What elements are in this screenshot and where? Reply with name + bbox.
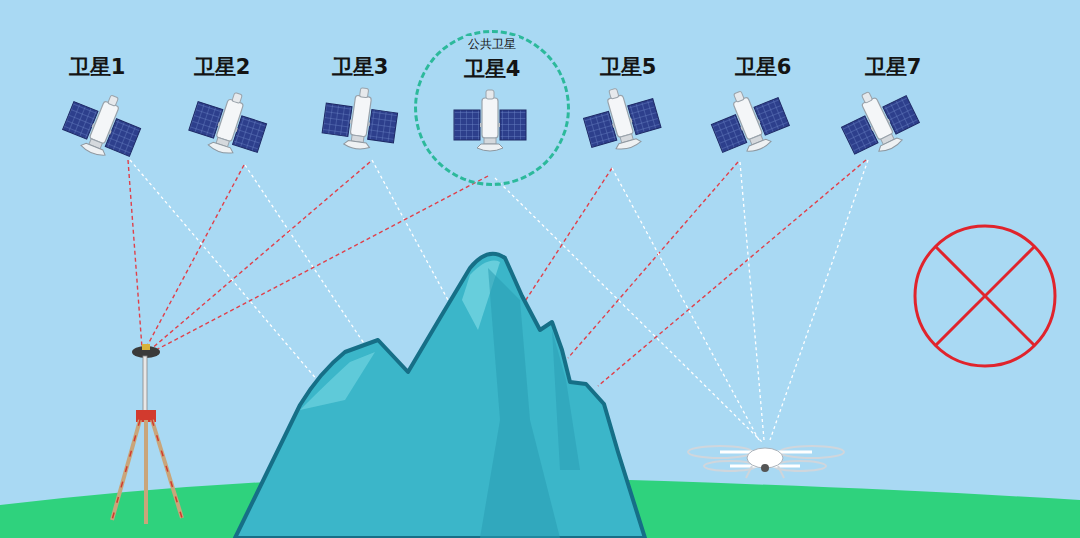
satellite-label: 卫星1: [69, 56, 126, 79]
satellite-label: 卫星6: [735, 56, 792, 79]
satellite-label: 卫星5: [600, 56, 657, 79]
satellite-label: 卫星7: [865, 56, 922, 79]
satellite-label: 卫星4: [464, 55, 521, 83]
satellite-label: 卫星2: [194, 56, 251, 79]
circle-caption: 公共卫星: [465, 36, 519, 53]
satellite-label: 卫星3: [332, 56, 389, 79]
common-satellite-circle: 公共卫星卫星4: [414, 30, 570, 186]
